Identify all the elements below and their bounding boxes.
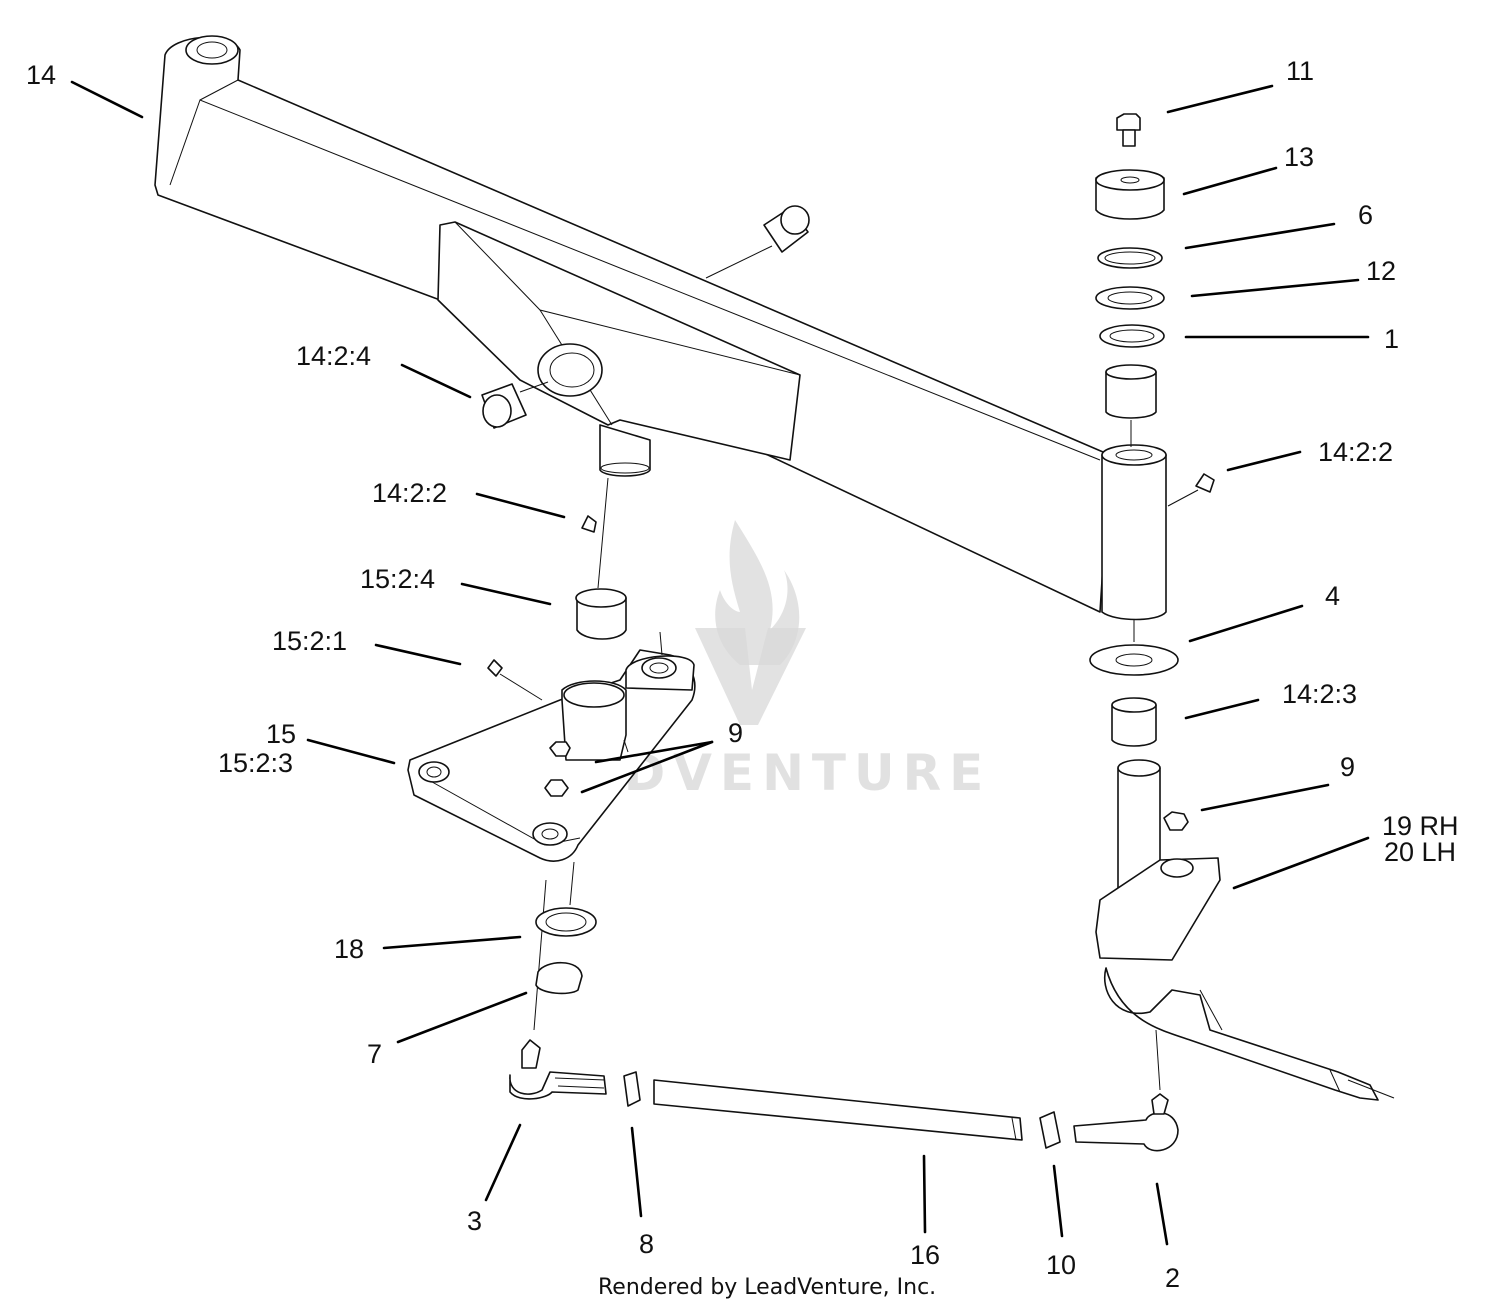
right-tie-rod-end-2 <box>1073 1029 1179 1152</box>
callout-19-rh: 19 RH <box>1382 811 1459 841</box>
callout-15-2-4: 15:2:4 <box>360 564 435 594</box>
left-tie-rod-end-3 <box>509 1039 607 1100</box>
callout-16: 16 <box>910 1240 940 1270</box>
callout-15: 15 <box>266 719 296 749</box>
footer-credit: Rendered by LeadVenture, Inc. <box>598 1275 936 1300</box>
washer-and-clip <box>533 861 597 1031</box>
callout-14-2-4: 14:2:4 <box>296 341 371 371</box>
callout-11: 11 <box>1286 56 1314 86</box>
callout-9-right: 9 <box>1340 752 1355 782</box>
spindle-19-20 <box>1095 759 1395 1101</box>
callout-labels: 14 11 13 6 12 1 14:2:4 14:2:2 14:2:2 15:… <box>26 56 1459 1293</box>
center-axis-line <box>597 477 609 589</box>
steering-bracket-15 <box>407 631 696 862</box>
grease-fittings <box>487 473 1215 701</box>
callout-7: 7 <box>367 1039 382 1069</box>
jam-nuts <box>623 1071 1061 1149</box>
callout-14-2-3: 14:2:3 <box>1282 679 1357 709</box>
callout-18: 18 <box>334 934 364 964</box>
callout-20-lh: 20 LH <box>1384 837 1456 867</box>
spindle-washer-bushing <box>1089 620 1179 747</box>
callout-13: 13 <box>1284 142 1314 172</box>
callout-14-2-2-right: 14:2:2 <box>1318 437 1393 467</box>
v-logo-icon <box>695 628 806 725</box>
axle-bushings <box>481 205 810 429</box>
callout-3: 3 <box>467 1206 482 1236</box>
callout-2: 2 <box>1165 1263 1180 1293</box>
callout-1: 1 <box>1384 324 1399 354</box>
callout-12: 12 <box>1366 256 1396 286</box>
callout-6: 6 <box>1358 200 1373 230</box>
callout-14: 14 <box>26 60 56 90</box>
callout-10: 10 <box>1046 1250 1076 1280</box>
callout-15-2-3: 15:2:3 <box>218 748 293 778</box>
tie-rod-thread <box>1011 1117 1017 1141</box>
callout-4: 4 <box>1325 581 1340 611</box>
callout-15-2-1: 15:2:1 <box>272 626 347 656</box>
tie-rod-16 <box>653 1079 1023 1141</box>
king-pin-hardware-stack <box>1095 113 1165 447</box>
bracket-bushing <box>575 588 627 640</box>
callout-9-center: 9 <box>728 718 743 748</box>
front-axle-14 <box>154 35 1167 621</box>
callout-8: 8 <box>639 1229 654 1259</box>
callout-14-2-2-left: 14:2:2 <box>372 478 447 508</box>
leader-lines <box>70 80 1370 1246</box>
